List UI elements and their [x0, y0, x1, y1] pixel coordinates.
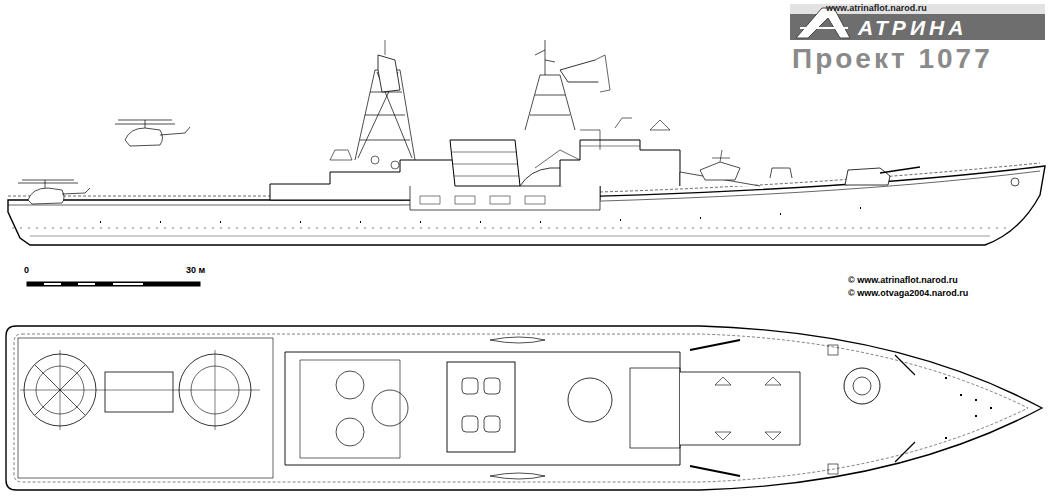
scale-label: 0: [24, 266, 29, 276]
copyright-note: © www.otvaga2004.narod.ru: [848, 289, 968, 299]
side-view: [8, 40, 1045, 245]
logo-banner: [790, 4, 1045, 40]
drawing-title: Проект 1077: [792, 44, 993, 75]
logo-text: АТРИНА: [858, 16, 967, 39]
logo-url: www.atrinaflot.narod.ru: [826, 4, 927, 14]
top-view: [6, 326, 1042, 490]
copyright-note: © www.atrinaflot.narod.ru: [848, 276, 958, 286]
scale-label: 30 м: [186, 266, 205, 276]
scale-bar: [27, 282, 200, 286]
